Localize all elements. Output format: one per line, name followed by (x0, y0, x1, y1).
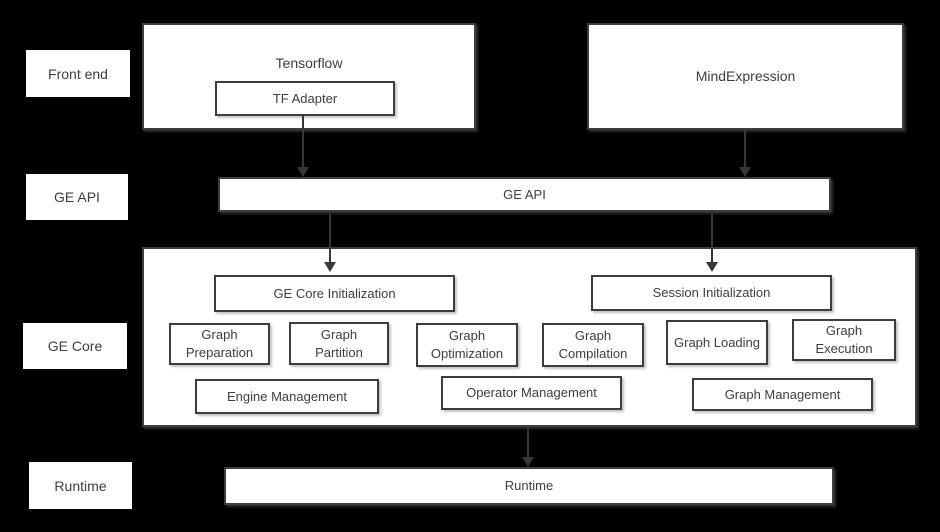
tensorflow-label: Tensorflow (275, 55, 343, 71)
engine-management-box: Engine Management (195, 379, 379, 414)
arrow-ge-core-to-runtime (522, 428, 534, 467)
ge-core-initialization-box: GE Core Initialization (214, 275, 455, 312)
arrow-ge-api-to-ge-core-initialization (324, 214, 336, 272)
ge-api-bar: GE API (218, 177, 831, 212)
row-label-front-end: Front end (26, 50, 130, 97)
graph-compilation-box: Graph Compilation (542, 323, 644, 367)
graph-execution-box: Graph Execution (792, 319, 896, 361)
graph-loading-box: Graph Loading (666, 320, 768, 365)
graph-optimization-box: Graph Optimization (416, 323, 518, 367)
graph-partition-box: Graph Partition (289, 322, 389, 365)
graph-management-box: Graph Management (692, 378, 873, 411)
ge-core-container: GE Core Initialization Session Initializ… (142, 247, 917, 427)
row-label-ge-api: GE API (26, 174, 128, 220)
graph-preparation-box: Graph Preparation (169, 323, 270, 365)
tf-adapter-box: TF Adapter (215, 81, 395, 116)
operator-management-box: Operator Management (441, 376, 622, 410)
runtime-bar: Runtime (224, 467, 834, 505)
arrow-tf-adapter-to-ge-api (297, 114, 309, 177)
arrow-ge-api-to-session-initialization (706, 214, 718, 272)
session-initialization-box: Session Initialization (591, 275, 832, 311)
row-label-ge-core: GE Core (23, 323, 127, 369)
arrow-mindexpression-to-ge-api (739, 130, 751, 177)
tensorflow-box: Tensorflow TF Adapter (142, 23, 476, 130)
row-label-runtime: Runtime (29, 462, 132, 509)
mindexpression-box: MindExpression (587, 23, 904, 130)
